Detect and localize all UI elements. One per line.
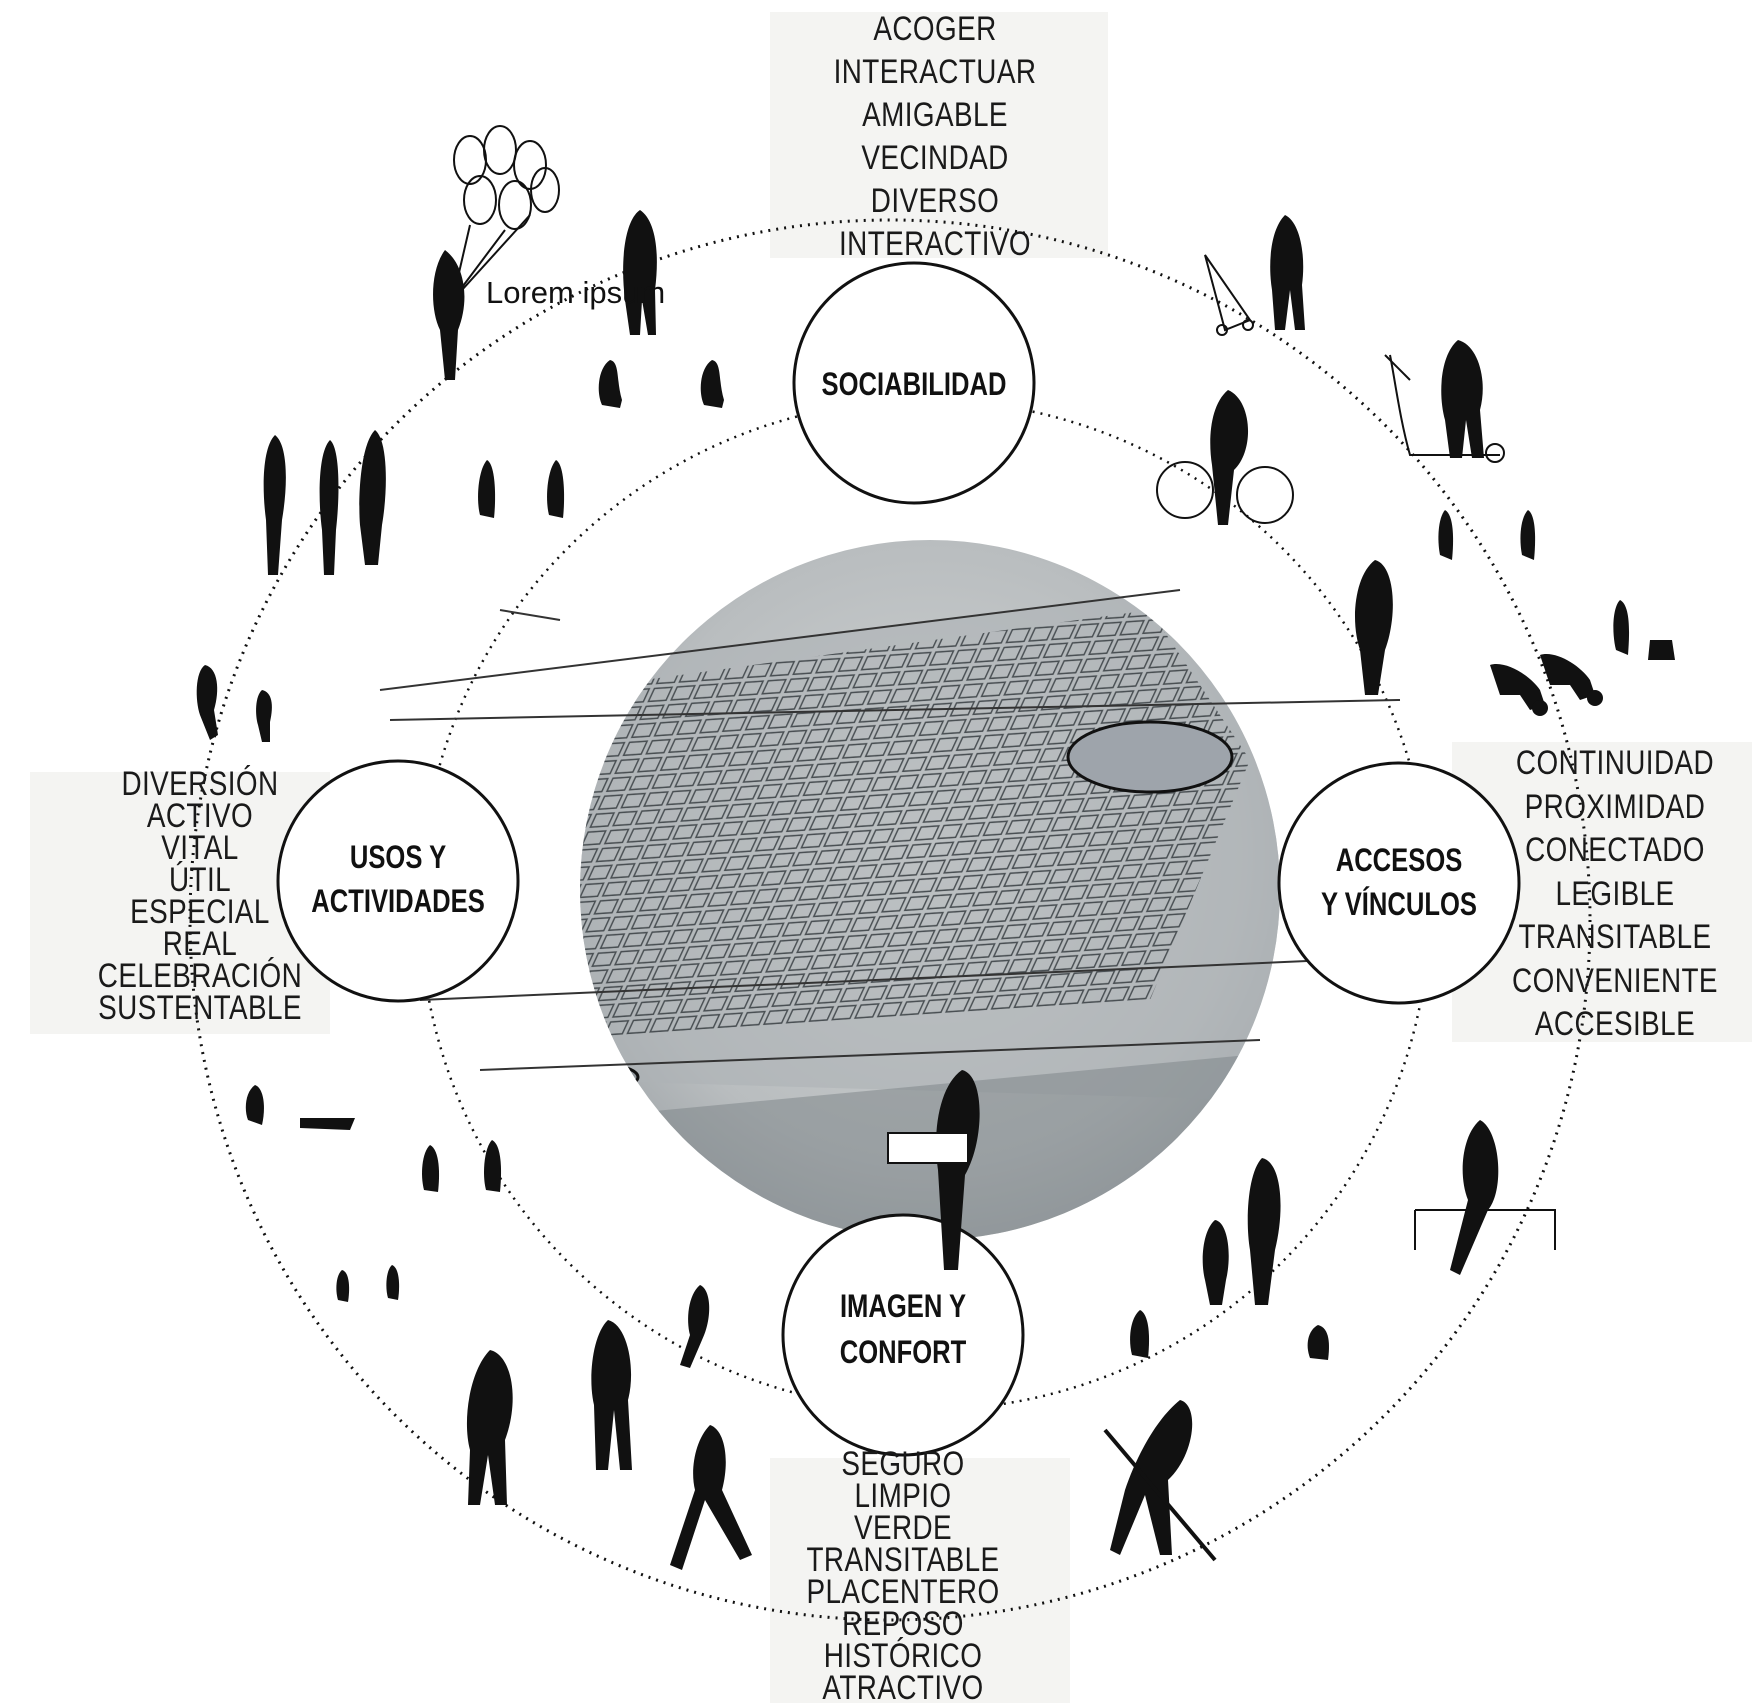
person-silhouette-icon	[1520, 510, 1536, 560]
attribute-word: DIVERSO	[870, 182, 1000, 220]
person-silhouette-icon	[887, 1070, 980, 1270]
bottom-list-band	[770, 1458, 1070, 1703]
person-silhouette-icon	[1438, 510, 1454, 560]
person-silhouette-icon	[1307, 1325, 1329, 1360]
sweeper-icon	[1103, 1400, 1217, 1562]
attribute-word: CELEBRACIÓN	[97, 957, 303, 995]
person-silhouette-icon	[263, 435, 286, 575]
attribute-word: INTERACTIVO	[839, 225, 1031, 263]
person-silhouette-icon	[1247, 1158, 1281, 1305]
bench-sitter-icon	[1414, 1120, 1556, 1275]
node-usos-actividades	[276, 759, 520, 1003]
attribute-word: ACOGER	[873, 10, 997, 48]
person-silhouette-icon	[1441, 340, 1484, 458]
attribute-word: PROXIMIDAD	[1524, 787, 1706, 826]
accesos-attributes: CONTINUIDAD PROXIMIDAD CONECTADO LEGIBLE…	[1492, 742, 1738, 1047]
motorbike-icon	[1540, 654, 1603, 706]
attribute-word: TRANSITABLE	[806, 1541, 1000, 1579]
attribute-word: ATRACTIVO	[822, 1669, 984, 1707]
attribute-word: CONTINUIDAD	[1515, 744, 1715, 782]
attribute-word: REPOSO	[842, 1605, 964, 1643]
lake	[1066, 720, 1234, 794]
person-silhouette-icon	[1202, 1220, 1229, 1305]
attribute-word: REAL	[162, 925, 238, 963]
node-label-line: Y VÍNCULOS	[1321, 886, 1477, 922]
attribute-word: AMIGABLE	[862, 96, 1008, 134]
person-silhouette-icon	[1355, 560, 1393, 695]
attribute-word: DIVERSIÓN	[121, 765, 279, 803]
accesos-vinculos-label: ACCESOS Y VÍNCULOS	[1303, 838, 1495, 926]
attribute-word: VITAL	[161, 829, 239, 867]
node-sociabilidad	[792, 261, 1036, 505]
person-silhouette-icon	[336, 1270, 350, 1302]
attribute-word: LIMPIO	[854, 1477, 952, 1515]
person-silhouette-icon	[547, 460, 565, 518]
person-silhouette-icon	[422, 1145, 440, 1192]
attribute-word: CONECTADO	[1525, 831, 1705, 869]
aerial-city-map	[580, 540, 1280, 1240]
attribute-word: PLACENTERO	[806, 1573, 1000, 1611]
attribute-word: SUSTENTABLE	[98, 989, 302, 1027]
node-label-line: IMAGEN Y	[839, 1288, 967, 1324]
person-silhouette-icon	[319, 440, 339, 575]
running-child-icon	[170, 665, 218, 740]
sociabilidad-label: SOCIABILIDAD	[818, 366, 1010, 403]
attribute-word: VERDE	[853, 1509, 953, 1547]
attribute-word: LEGIBLE	[1555, 874, 1675, 913]
stroller-icon	[1204, 254, 1254, 336]
usos-attributes: DIVERSIÓN ACTIVO VITAL ÚTIL ESPECIAL REA…	[85, 765, 315, 1027]
node-label-line: SOCIABILIDAD	[821, 366, 1007, 402]
person-silhouette-icon	[670, 1425, 752, 1570]
running-child-icon	[256, 690, 272, 742]
attribute-word: ACTIVO	[146, 797, 254, 835]
imagen-confort-label: IMAGEN Y CONFORT	[807, 1283, 999, 1375]
node-accesos-vinculos	[1277, 761, 1521, 1005]
node-label-line: USOS Y	[349, 839, 447, 875]
attribute-word: VECINDAD	[861, 139, 1009, 177]
balloon-text: Lorem ipsum	[486, 275, 666, 310]
attribute-word: ESPECIAL	[130, 893, 270, 931]
sociabilidad-attributes: ACOGER INTERACTUAR AMIGABLE VECINDAD DIV…	[800, 8, 1071, 266]
dog-walker-icon	[1613, 600, 1675, 660]
usos-actividades-label: USOS Y ACTIVIDADES	[302, 835, 494, 923]
person-silhouette-icon	[591, 1320, 632, 1470]
motorbike-icon	[1490, 664, 1548, 716]
scooter-icon	[1384, 354, 1505, 463]
attribute-word: ACCESIBLE	[1534, 1005, 1696, 1043]
person-silhouette-icon	[300, 1118, 355, 1130]
person-silhouette-icon	[1270, 215, 1305, 330]
attribute-word: CONVENIENTE	[1512, 961, 1718, 1000]
person-silhouette-icon	[598, 360, 622, 408]
person-silhouette-icon	[466, 1350, 513, 1505]
balloons-person-icon	[433, 125, 560, 380]
person-silhouette-icon	[700, 360, 724, 408]
attribute-word: INTERACTUAR	[833, 53, 1037, 91]
node-label-line: ACCESOS	[1335, 842, 1463, 878]
node-label-line: CONFORT	[839, 1334, 967, 1370]
person-silhouette-icon	[1130, 1310, 1150, 1358]
node-imagen-confort	[781, 1213, 1025, 1457]
cyclist-icon	[1156, 390, 1294, 525]
road-lines	[379, 589, 1401, 1071]
person-silhouette-icon	[359, 430, 386, 565]
outer-dotted-ring	[188, 218, 1592, 1622]
attribute-word: TRANSITABLE	[1518, 918, 1712, 956]
person-silhouette-icon	[680, 1285, 710, 1368]
top-list-band	[770, 12, 1108, 258]
imagen-attributes: SEGURO LIMPIO VERDE TRANSITABLE PLACENTE…	[784, 1445, 1022, 1707]
attribute-word: SEGURO	[841, 1445, 965, 1483]
person-silhouette-icon	[386, 1265, 400, 1300]
attribute-word: HISTÓRICO	[823, 1637, 983, 1675]
person-silhouette-icon	[623, 210, 657, 335]
attribute-word: ÚTIL	[168, 861, 232, 899]
person-silhouette-icon	[484, 1140, 502, 1192]
node-label-line: ACTIVIDADES	[311, 883, 485, 919]
person-silhouette-icon	[478, 460, 496, 518]
person-silhouette-icon	[245, 1085, 264, 1125]
